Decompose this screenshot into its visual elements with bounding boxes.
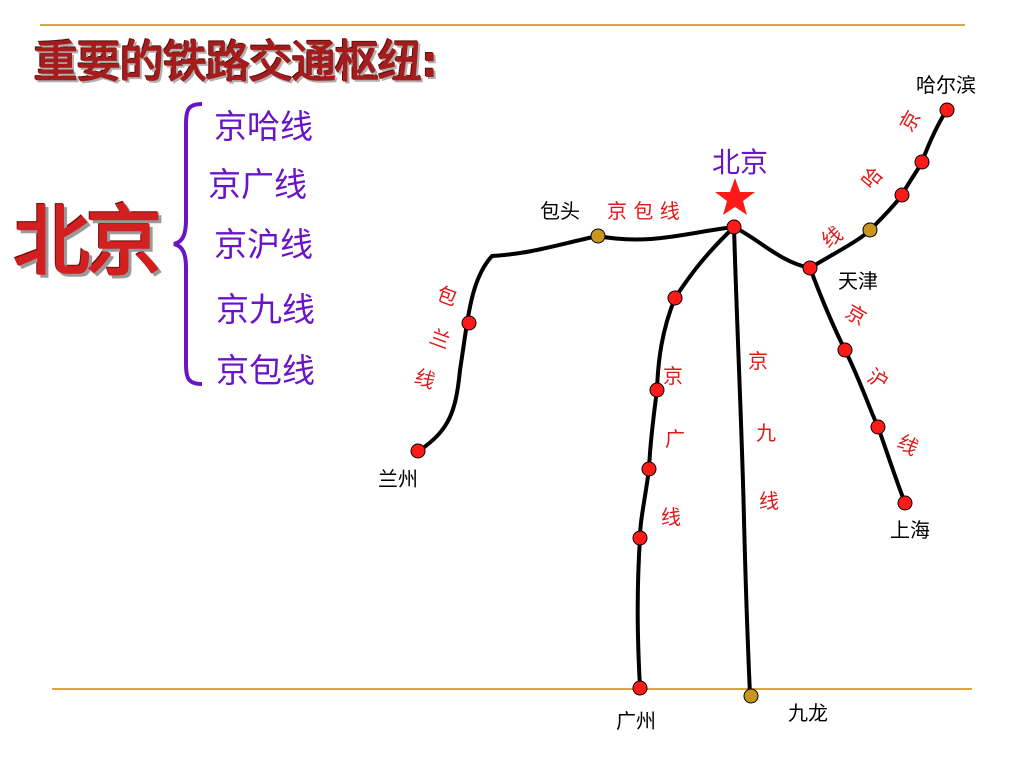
city-tianjin: 天津 [838, 269, 878, 293]
route-label-jinghu-3: 线 [893, 430, 922, 461]
station-lanzhou [410, 443, 426, 459]
city-shanghai: 上海 [890, 518, 930, 542]
station-harbin [939, 102, 955, 118]
station-jiulong [743, 688, 759, 704]
route-label-jingbao: 京 包 线 [607, 199, 680, 223]
route-label-jingjiu-3: 线 [759, 489, 779, 513]
city-jiulong: 九龙 [788, 701, 828, 725]
city-lanzhou: 兰州 [378, 467, 418, 491]
station-guangzhou [632, 680, 648, 696]
line-item-jinghu: 京沪线 [214, 225, 313, 264]
line-item-jingbao: 京包线 [216, 351, 315, 390]
route-label-jingjiu-1: 京 [748, 349, 768, 373]
brace [173, 102, 203, 386]
capital-star-icon [715, 178, 755, 215]
bottom-rule [52, 688, 972, 690]
track-jinghu [808, 266, 907, 505]
line-item-jingjiu: 京九线 [216, 290, 315, 329]
route-label-jinghu-1: 京 [841, 300, 870, 331]
route-label-jingguang-2: 广 [665, 427, 685, 451]
hub-title: 北京 [14, 197, 162, 286]
track-jingguang [635, 225, 736, 690]
station-tianjin [802, 260, 818, 276]
station-baotou [590, 228, 606, 244]
station-beijing [726, 219, 742, 235]
route-label-jinghu-2: 沪 [863, 364, 892, 395]
top-rule [40, 24, 965, 26]
station [641, 461, 657, 477]
station [870, 419, 886, 435]
route-label-baolan-1: 包 [433, 281, 460, 310]
city-harbin: 哈尔滨 [916, 73, 976, 97]
track-jingbao [418, 225, 736, 452]
route-label-jingjiu-2: 九 [756, 421, 776, 445]
route-label-jingguang-3: 线 [661, 505, 681, 529]
page-title: 重要的铁路交通枢纽: [34, 37, 439, 88]
station [914, 154, 930, 170]
line-item-jingha: 京哈线 [214, 107, 313, 146]
station [632, 530, 648, 546]
city-baotou: 包头 [540, 199, 580, 223]
station [667, 290, 683, 306]
station-shanghai [897, 495, 913, 511]
route-label-jingguang-1: 京 [663, 364, 683, 388]
capital-label: 北京 [712, 146, 768, 179]
city-guangzhou: 广州 [616, 709, 656, 733]
line-item-jingguang: 京广线 [208, 165, 307, 204]
route-label-baolan-3: 线 [411, 364, 438, 393]
track-jingjiu [732, 225, 752, 697]
station [862, 222, 878, 238]
station [894, 187, 910, 203]
route-label-baolan-2: 兰 [426, 324, 453, 353]
route-label-jingha-2: 哈 [856, 163, 887, 194]
route-label-jingha-1: 京 [895, 106, 926, 135]
station [837, 342, 853, 358]
station [461, 315, 477, 331]
station [649, 382, 665, 398]
